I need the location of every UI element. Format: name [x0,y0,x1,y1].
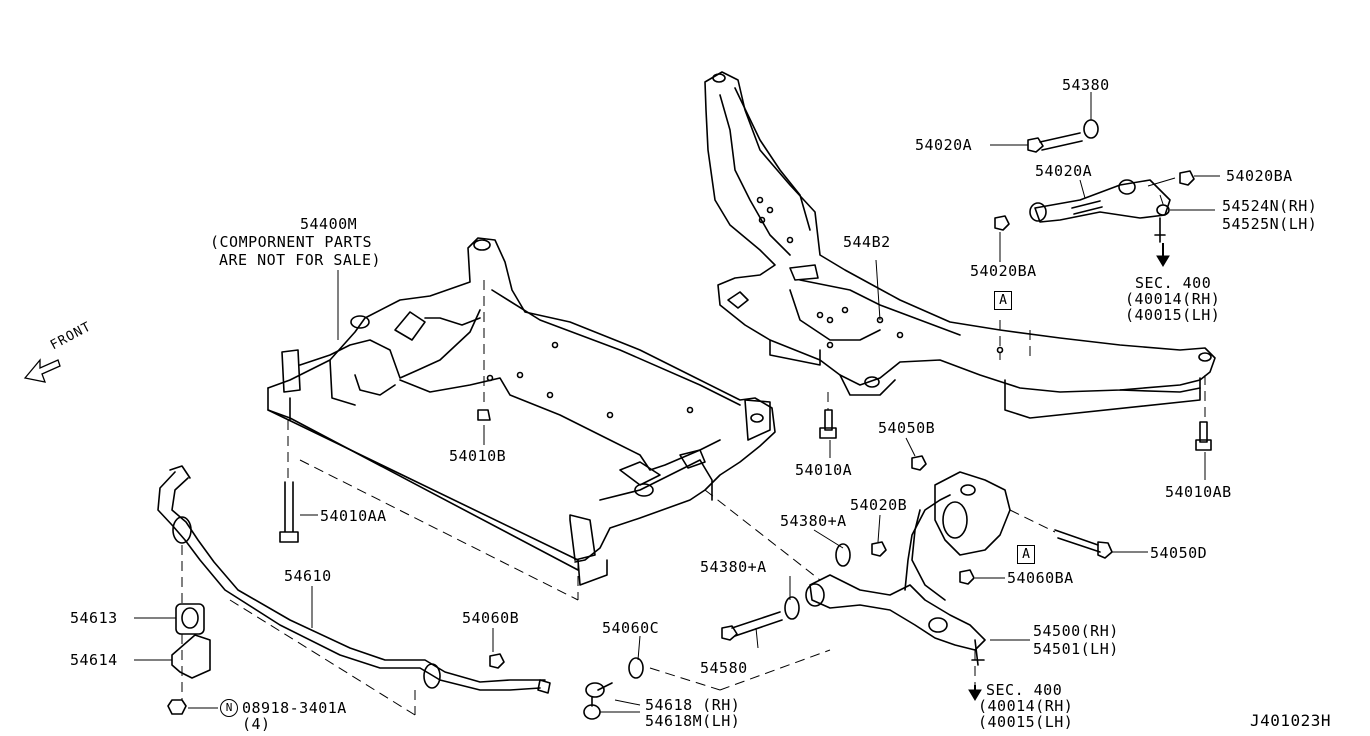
bolt-54010a [819,409,837,439]
arrow-icons [968,243,1170,701]
bushing-clamp [171,634,211,679]
section-ref-a-lower: A [1017,545,1035,564]
washer-54060c [628,657,644,679]
label-sec400-lower: SEC. 400 [986,681,1063,699]
front-arrow-icon [23,358,61,383]
label-54060b: 54060B [462,609,520,627]
label-54524n-rh: 54524N(RH) [1222,197,1318,215]
nut-54020ba-lower [994,215,1010,231]
bolt-54050d [1054,529,1113,559]
nut-54060b [489,653,505,669]
label-54060c: 54060C [602,619,660,637]
nut-54020ba-upper [1179,170,1195,186]
label-54020b: 54020B [850,496,908,514]
label-54618m-lh: 54618M(LH) [645,712,741,730]
front-subframe [267,237,776,586]
label-54010aa: 54010AA [320,507,387,525]
washer-54380a-upper [835,543,851,567]
bolt-54010ab [1195,421,1212,451]
label-sec400-upper-rh: (40014(RH) [1125,290,1221,308]
compression-rod [911,471,1011,601]
label-sec400-lower-lh: (40015(LH) [978,713,1074,731]
diagram-id: J401023H [1250,711,1332,730]
washer-54380a-lower [784,596,800,620]
label-54614: 54614 [70,651,118,669]
dashed-guide-lines [181,194,1206,716]
leader-lines [134,92,1220,713]
upper-link [1029,179,1171,243]
label-54020a-upper: 54020A [915,136,973,154]
washer-54380 [1083,119,1099,139]
stabilizer-bar [157,465,551,694]
nut-54060ba [959,569,975,585]
label-54613: 54613 [70,609,118,627]
label-54380a-lower: 54380+A [700,558,767,576]
label-08918-3401a: 08918-3401A [242,699,347,717]
label-54610: 54610 [284,567,332,585]
label-54020ba-lower: 54020BA [970,262,1037,280]
label-54618-rh: 54618 (RH) [645,696,741,714]
label-54580: 54580 [700,659,748,677]
bolt-54010aa [279,481,299,543]
label-54400m-note-line2: ARE NOT FOR SALE) [219,251,382,269]
label-08918-qty: (4) [242,715,271,733]
label-54050d: 54050D [1150,544,1208,562]
label-54020ba-upper: 54020BA [1226,167,1293,185]
label-54050b: 54050B [878,419,936,437]
label-54010b: 54010B [449,447,507,465]
label-sec400-upper: SEC. 400 [1135,274,1212,292]
label-54060ba: 54060BA [1007,569,1074,587]
nut-54020b [871,541,887,557]
bolt-54020a-upper [1027,132,1083,153]
label-54010a: 54010A [795,461,853,479]
rear-subframe [704,71,1216,419]
label-54500-rh: 54500(RH) [1033,622,1119,640]
n-symbol-icon: N [220,699,238,717]
label-544b2: 544B2 [843,233,891,251]
label-sec400-upper-lh: (40015(LH) [1125,306,1221,324]
lower-transverse-link [805,494,986,666]
stabilizer-bushing [175,603,205,635]
label-54380a-upper: 54380+A [780,512,847,530]
label-54020a-lower: 54020A [1035,162,1093,180]
label-54501-lh: 54501(LH) [1033,640,1119,658]
label-54380: 54380 [1062,76,1110,94]
bolt-54580 [721,611,783,641]
label-sec400-lower-rh: (40014(RH) [978,697,1074,715]
nut-54050b [911,455,927,471]
stabilizer-connecting-rod [583,682,613,720]
bolt-54010b [477,409,491,421]
bolt-54020a-lower [1071,200,1103,215]
label-54010ab: 54010AB [1165,483,1232,501]
label-54525n-lh: 54525N(LH) [1222,215,1318,233]
label-54400m-note-line1: (COMPORNENT PARTS [210,233,373,251]
section-ref-a-upper: A [994,291,1012,310]
label-54400m: 54400M [300,215,358,233]
nut-08918 [167,699,187,715]
